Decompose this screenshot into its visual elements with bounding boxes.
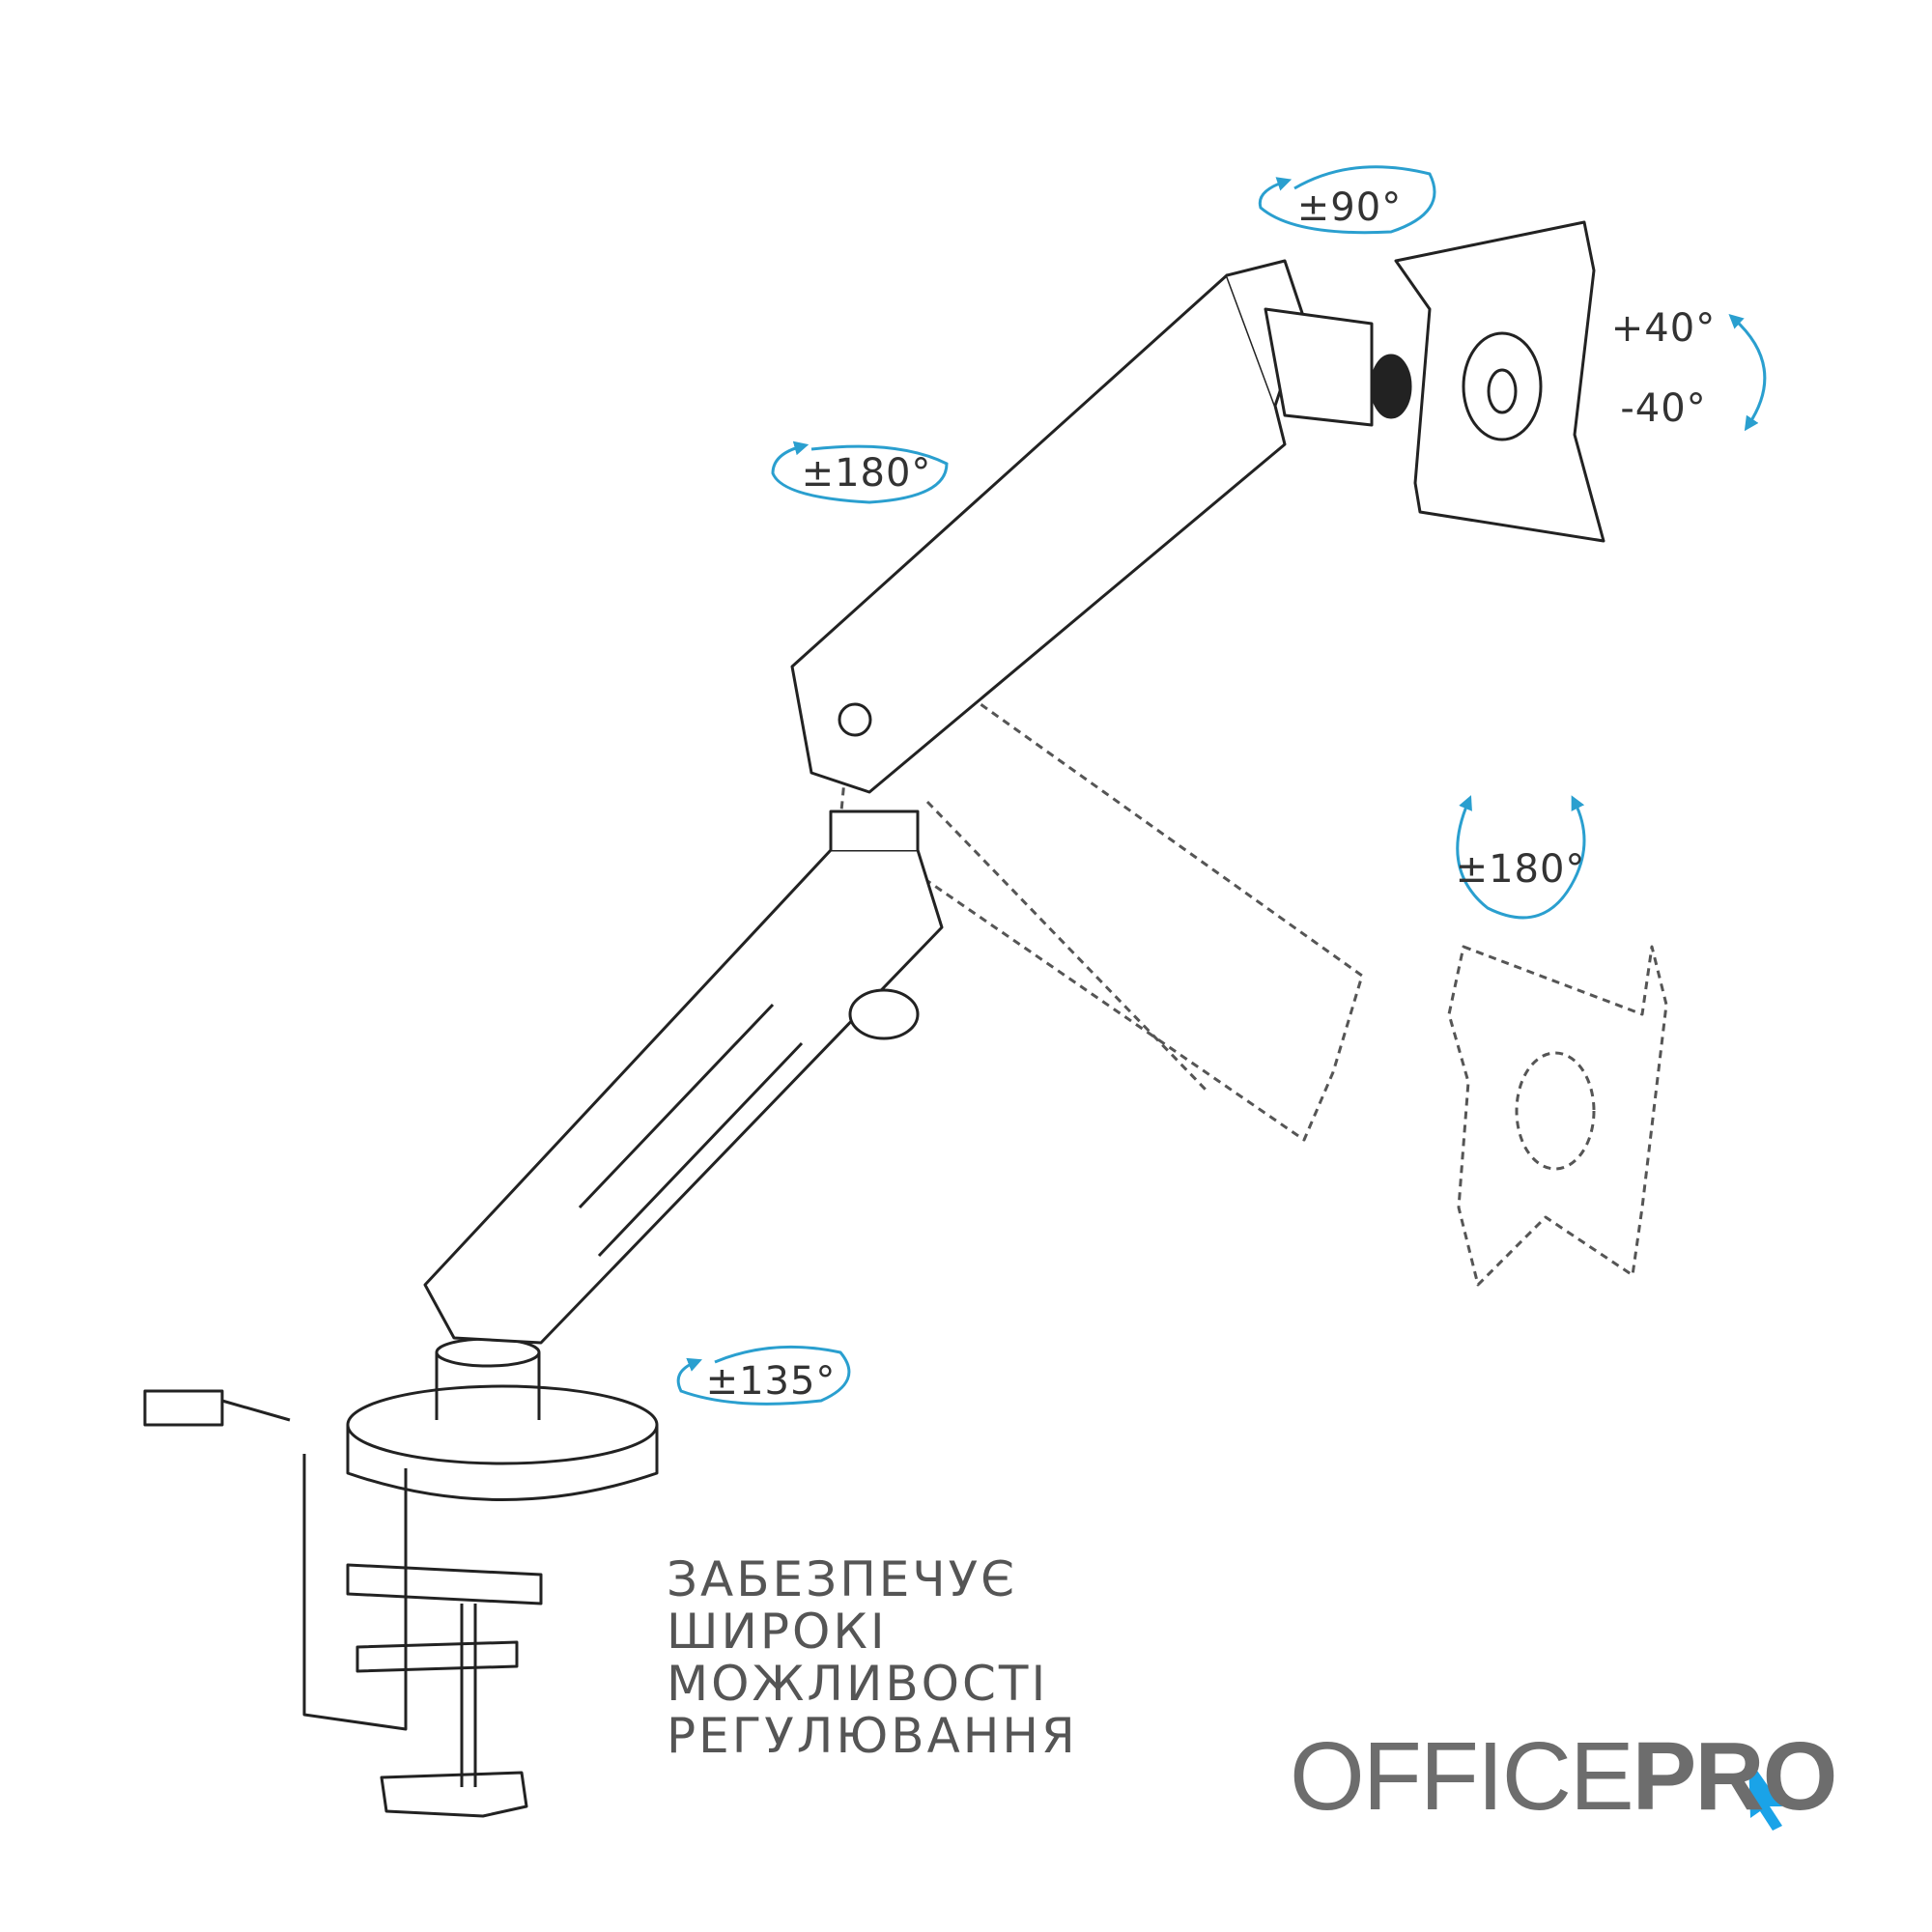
desk-clamp bbox=[143, 1384, 659, 1818]
vesa-plate bbox=[1394, 220, 1605, 543]
caption-line: РЕГУЛЮВАННЯ bbox=[667, 1708, 1078, 1764]
tilt-joint bbox=[1264, 307, 1412, 427]
upper-arm-rotation-label: ±180° bbox=[801, 451, 932, 496]
arrow-swivel bbox=[1258, 165, 1436, 235]
lower-arm bbox=[423, 810, 944, 1345]
base-rotation-label: ±135° bbox=[705, 1359, 837, 1404]
arrow-upper bbox=[771, 440, 949, 504]
tilt-down-label: -40° bbox=[1620, 386, 1707, 431]
rotation-arrows bbox=[676, 165, 1767, 1406]
caption-line: ШИРОКІ bbox=[667, 1604, 888, 1660]
ghost-arm bbox=[838, 616, 1668, 1287]
arrow-base bbox=[676, 1345, 851, 1406]
logo-bold: PRO bbox=[1632, 1722, 1838, 1831]
monitor-rotation-label: ±180° bbox=[1455, 847, 1586, 892]
upper-arm bbox=[790, 259, 1306, 794]
caption-line: МОЖЛИВОСТІ bbox=[667, 1656, 1049, 1712]
swivel-label: ±90° bbox=[1296, 185, 1403, 230]
arrow-rotation bbox=[1456, 795, 1586, 920]
arrow-tilt bbox=[1728, 313, 1767, 432]
logo-light: OFFICE bbox=[1290, 1722, 1634, 1831]
cursor-icon bbox=[1748, 1758, 1782, 1831]
caption-line: ЗАБЕЗПЕЧУЄ bbox=[667, 1551, 1018, 1607]
officepro-logo: OFFICEPRO bbox=[1290, 1721, 1838, 1833]
tilt-up-label: +40° bbox=[1610, 306, 1717, 351]
caption: ЗАБЕЗПЕЧУЄ ШИРОКІ МОЖЛИВОСТІ РЕГУЛЮВАННЯ bbox=[667, 1553, 1078, 1762]
